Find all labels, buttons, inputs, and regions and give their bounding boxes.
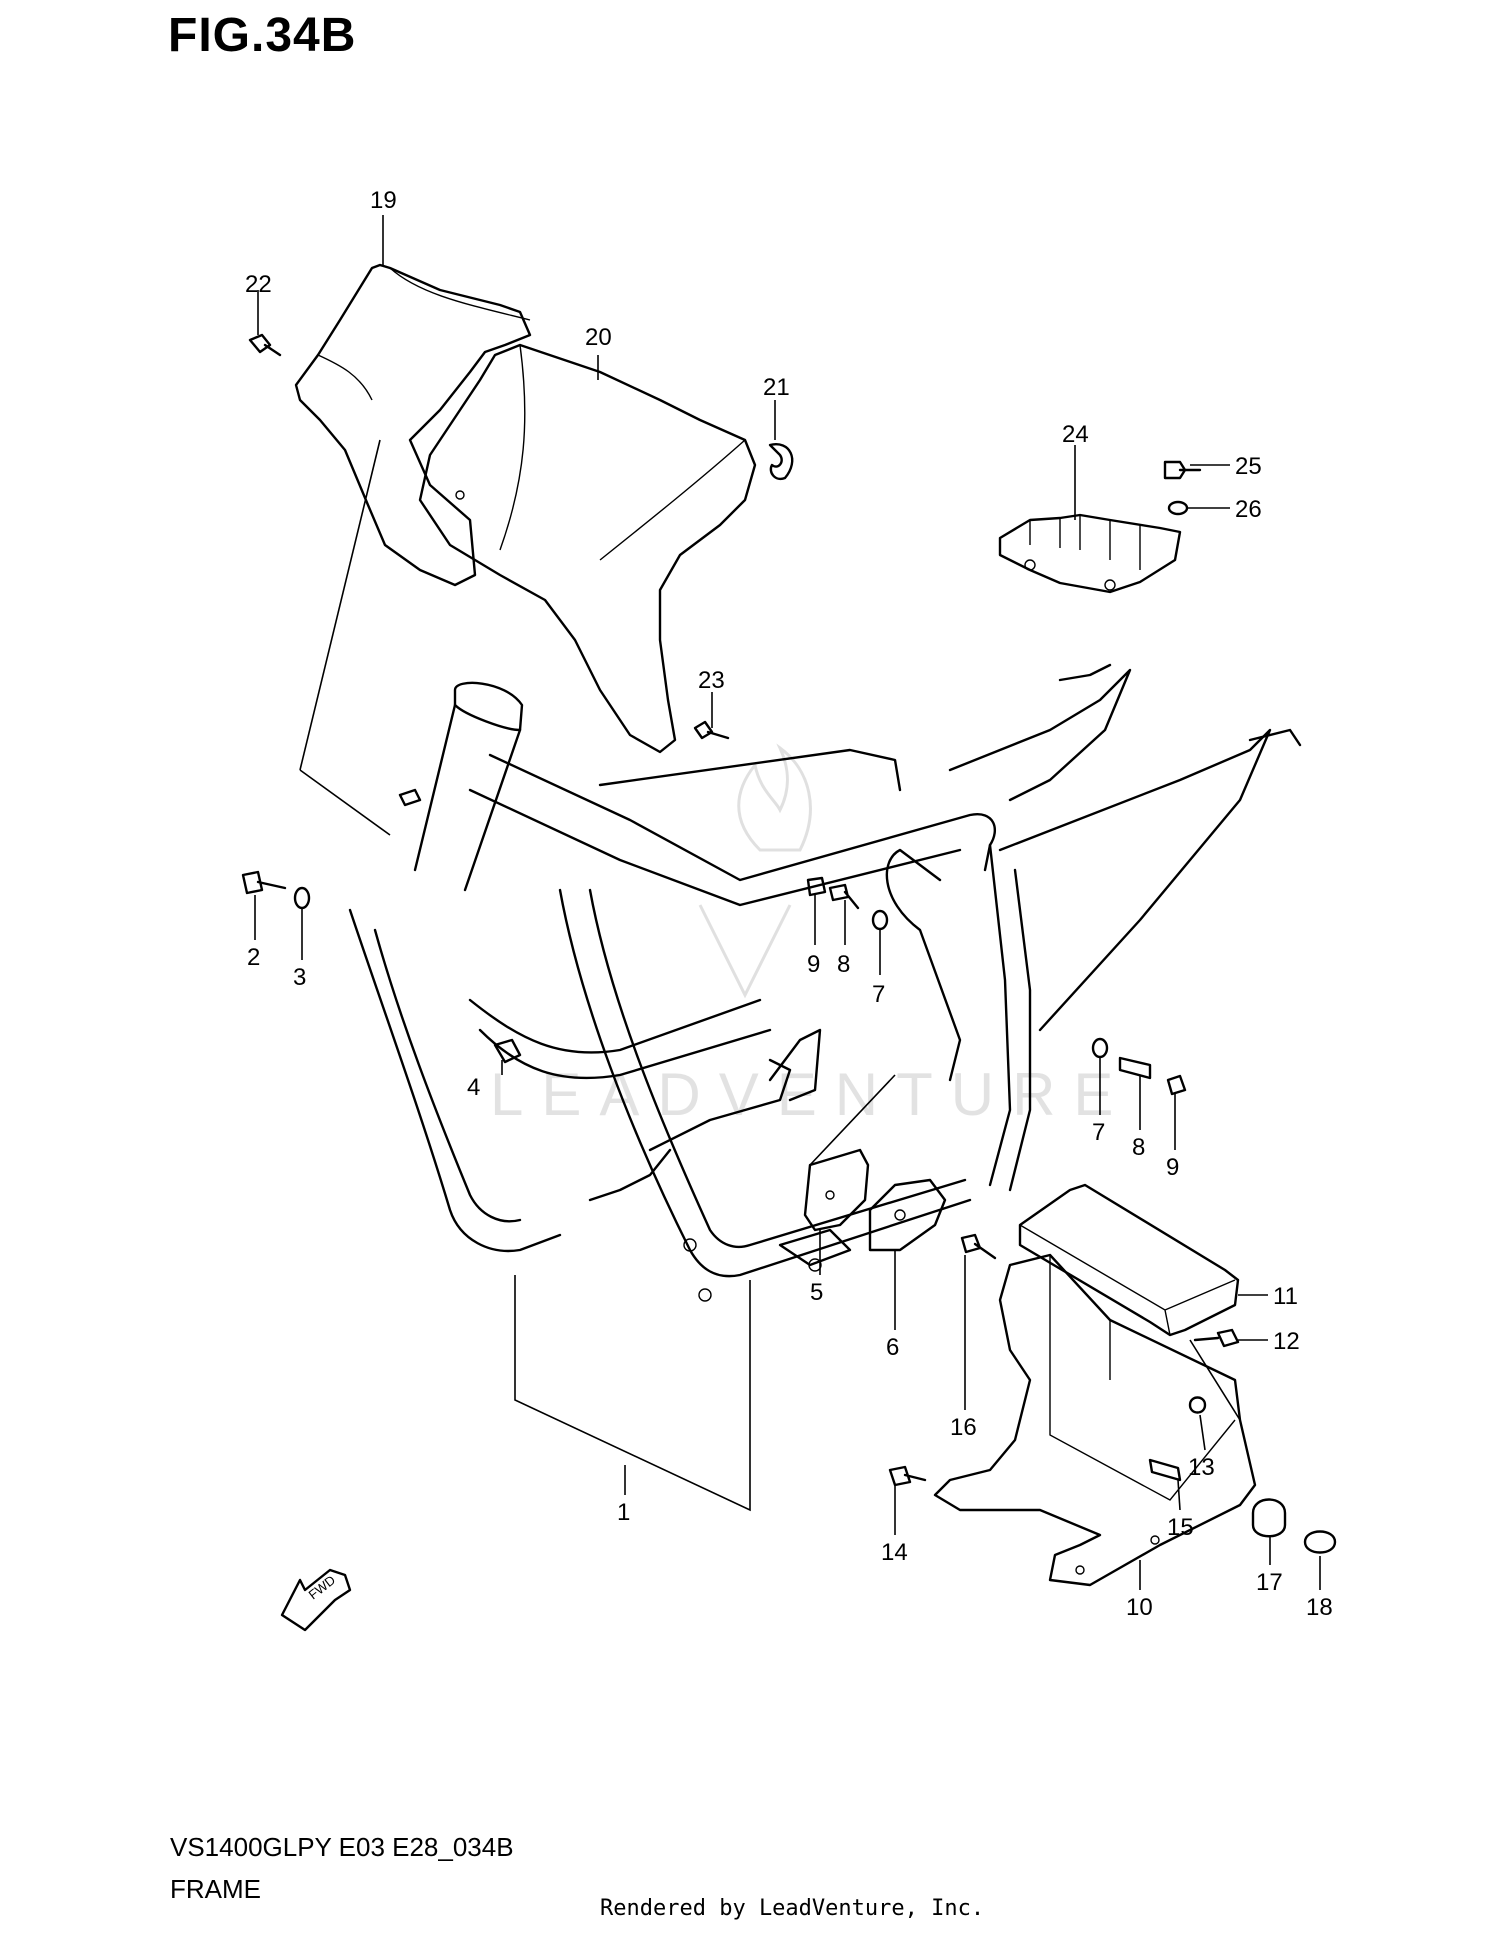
callout-10: 10 xyxy=(1126,1594,1153,1621)
callout-8-lower: 8 xyxy=(1132,1134,1145,1161)
leader-lines xyxy=(254,215,1321,1590)
callout-19: 19 xyxy=(370,187,397,214)
callout-9-upper: 9 xyxy=(807,951,820,978)
part-24-bracket xyxy=(998,513,1182,594)
part-10-holder xyxy=(933,1253,1257,1587)
callout-2: 2 xyxy=(247,944,260,971)
part-7-washer-upper xyxy=(871,909,889,931)
v-logo-icon xyxy=(698,904,792,999)
callout-22: 22 xyxy=(245,271,272,298)
callout-17: 17 xyxy=(1256,1569,1283,1596)
part-9-nut-upper xyxy=(806,876,827,897)
part-8-bolt-lower xyxy=(1118,1056,1152,1080)
part-2-bolt xyxy=(241,870,287,895)
callout-1: 1 xyxy=(617,1499,630,1526)
callout-20: 20 xyxy=(585,324,612,351)
part-16-bolt xyxy=(960,1233,997,1260)
fwd-arrow-icon: FWD xyxy=(280,1568,352,1632)
part-14-bolt xyxy=(888,1465,927,1487)
part-1-main-frame xyxy=(348,663,1302,1302)
callout-7-lower: 7 xyxy=(1092,1119,1105,1146)
section-name: FRAME xyxy=(170,1874,261,1904)
callout-5: 5 xyxy=(810,1279,823,1306)
part-25-screw xyxy=(1163,460,1202,480)
callout-6: 6 xyxy=(886,1334,899,1361)
part-18-cap xyxy=(1303,1530,1337,1554)
part-17-grommet xyxy=(1251,1498,1287,1538)
fwd-label: FWD xyxy=(306,1572,339,1602)
watermark-text: LEADVENTURE xyxy=(490,1061,1131,1128)
part-15-bolt xyxy=(1148,1458,1182,1482)
leadventure-watermark: LEADVENTURE xyxy=(490,743,1131,1128)
callout-15: 15 xyxy=(1167,1514,1194,1541)
callout-8-upper: 8 xyxy=(837,951,850,978)
callout-18: 18 xyxy=(1306,1594,1333,1621)
part-20-side-cover xyxy=(418,343,757,754)
callout-9-lower: 9 xyxy=(1166,1154,1179,1181)
figure-title: FIG.34B xyxy=(168,9,357,62)
part-13-collar xyxy=(1188,1396,1207,1414)
rendered-by-credit: Rendered by LeadVenture, Inc. xyxy=(600,1896,985,1921)
part-9-nut-lower xyxy=(1166,1074,1187,1096)
callout-13: 13 xyxy=(1188,1454,1215,1481)
part-8-bolt-upper xyxy=(828,883,860,910)
callout-labels: 19 22 20 21 24 25 26 23 2 3 4 9 8 7 7 8 … xyxy=(245,187,1333,1621)
callout-24: 24 xyxy=(1062,421,1089,448)
callout-25: 25 xyxy=(1235,453,1262,480)
part-21-clip xyxy=(768,443,794,481)
part-7-washer-lower xyxy=(1091,1037,1109,1059)
callout-21: 21 xyxy=(763,374,790,401)
part-4-nut xyxy=(493,1038,522,1064)
callout-26: 26 xyxy=(1235,496,1262,523)
part-22-screw xyxy=(248,333,282,357)
part-5-plate xyxy=(803,1148,870,1232)
callout-4: 4 xyxy=(467,1074,480,1101)
part-19-frame-cover xyxy=(294,263,532,587)
part-23-screw xyxy=(693,720,730,740)
part-6-plate xyxy=(868,1178,947,1252)
callout-12: 12 xyxy=(1273,1328,1300,1355)
callout-23: 23 xyxy=(698,667,725,694)
callout-7-upper: 7 xyxy=(872,981,885,1008)
part-12-bolt xyxy=(1193,1328,1240,1348)
part-11-box xyxy=(1018,1183,1240,1337)
part-3-washer xyxy=(293,886,311,910)
callout-14: 14 xyxy=(881,1539,908,1566)
callout-3: 3 xyxy=(293,964,306,991)
part-26-washer xyxy=(1167,500,1189,516)
model-code: VS1400GLPY E03 E28_034B xyxy=(170,1832,514,1862)
flame-logo-icon xyxy=(737,743,812,852)
callout-16: 16 xyxy=(950,1414,977,1441)
callout-11: 11 xyxy=(1273,1283,1298,1310)
